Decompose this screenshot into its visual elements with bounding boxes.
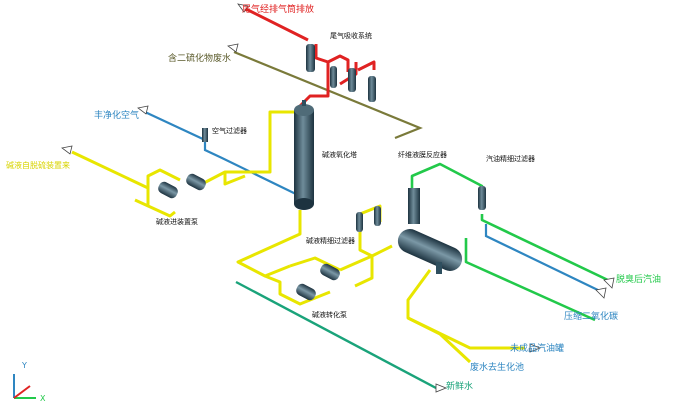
label-compressed-co2: 压缩二氧化碳 [564,312,619,322]
label-desulfurized-gasoline: 脱臭后汽油 [616,275,662,285]
tail-gas-absorbers [306,44,376,102]
label-sulfide-wastewater: 含二硫化物废水 [168,54,232,64]
arrow-air [137,105,149,115]
label-unfinished-gasoline: 未成品汽油罐 [510,344,565,354]
label-caustic-fine-filter: 碱液精细过滤器 [306,237,355,245]
label-air-filter: 空气过滤器 [212,127,247,135]
arrow-caustic-in [61,145,73,155]
air-filter [202,128,208,142]
fiber-film-reactor [397,188,463,274]
label-tail-gas-absorb-system: 尾气吸收系统 [330,32,372,40]
label-caustic-from-unit: 碱液自脱硫装置来 [6,161,70,170]
gasoline-fine-filter [478,186,486,210]
sulfide-wastewater-pipe [233,50,423,140]
caustic-transfer-pumps [296,263,340,301]
arrow-wastewater [227,43,239,53]
label-caustic-transfer-pump: 碱液转化泵 [312,311,347,319]
ucs-axis-icon [13,374,36,399]
arrow-tail-gas [237,3,249,13]
axis-label-x: X [40,394,46,403]
co2-pipe [484,224,603,293]
arrow-gasoline-out [603,277,615,289]
axis-label-y: Y [22,361,27,370]
caustic-fine-filters [356,206,381,232]
label-tail-gas-to-stack: 尾气经排气筒排放 [242,5,315,15]
label-fresh-water: 新鲜水 [446,382,474,392]
arrow-co2 [595,287,607,299]
fresh-water-pipe [235,280,437,390]
gasoline-pipes [410,162,613,322]
arrow-tank [529,343,542,353]
label-gasoline-fine-filter: 汽油精细过滤器 [486,155,535,163]
flow-arrows [61,3,615,393]
label-clean-air: 丰净化空气 [94,111,140,121]
label-wastewater-biochem: 废水去生化池 [470,363,525,373]
caustic-feed-pumps [158,173,206,199]
label-caustic-feed-pump: 碱液进装置泵 [156,218,198,226]
label-fiber-reactor: 纤维液膜反应器 [398,151,447,159]
arrow-fresh-water [435,383,448,393]
label-caustic-oxidizer: 碱液氧化塔 [322,151,357,159]
caustic-oxidizer-tower [294,100,314,210]
